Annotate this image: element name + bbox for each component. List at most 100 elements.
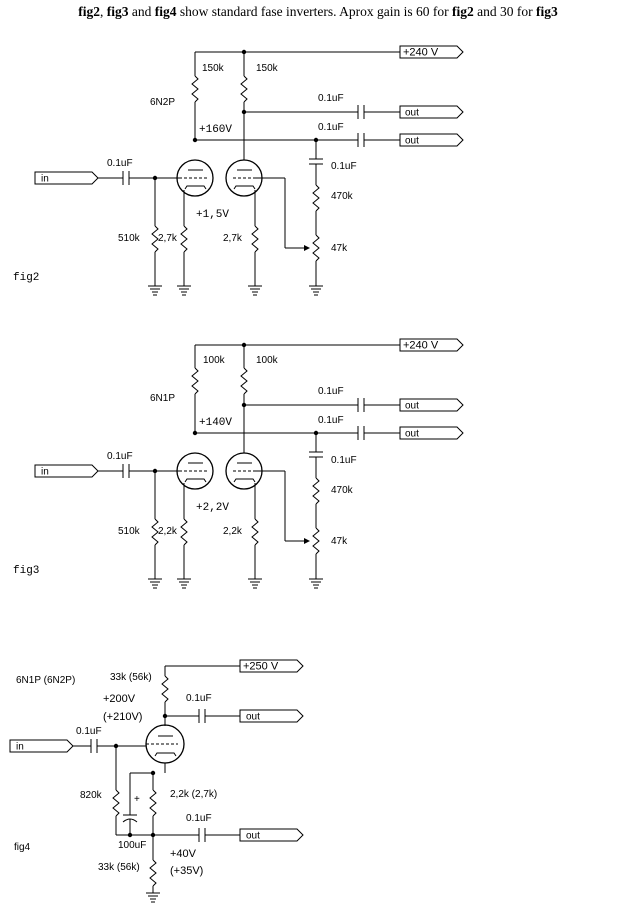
output-cap-1-value: 0.1uF [318,386,344,397]
supply-flag [399,45,464,59]
load-resistor [149,859,157,887]
tube-type: 6N1P (6N2P) [16,675,75,686]
input-cap-value: 0.1uF [107,158,133,169]
output-flag-1 [399,398,464,412]
plate-resistor-value: 33k (56k) [110,672,152,683]
plate-resistor-1-value: 100k [203,355,226,366]
cathode-resistor-2 [251,518,259,546]
output-1-label: out [405,401,419,412]
output-flag-2 [399,133,464,147]
output-1-label: out [246,712,260,723]
cathode-resistor-1-value: 2,7k [158,233,178,244]
output-flag-1 [399,105,464,119]
supply-label: +250 V [243,661,279,673]
grid-resistor [112,789,120,817]
tube-type: 6N2P [150,97,175,108]
output-cap-1-value: 0.1uF [186,693,212,704]
plate-voltage: +200V [103,693,136,705]
fig3-schematic: +240 V 100k 100k 6N1P out 0.1uF out 0.1u… [13,338,464,589]
cathode-voltage: +2,2V [196,502,229,514]
cathode-resistor-value: 2,2k (2,7k) [170,789,217,800]
plate-resistor [161,675,169,703]
grid-resistor-value: 820k [80,790,103,801]
caption-fig3-bold: fig3 [106,4,129,19]
output-cap-2-value: 0.1uF [318,415,344,426]
caption-and: and [128,4,155,19]
caption: fig2, fig3 and fig4 show standard fase i… [0,4,636,20]
capacitor-polarity: + [134,794,140,805]
input-label: in [16,742,24,753]
tube-type: 6N1P [150,393,175,404]
input-cap-value: 0.1uF [76,726,102,737]
output-2-label: out [405,136,419,147]
grid-resistor [151,225,159,253]
figure-label: fig2 [13,272,39,284]
grid-resistor-value: 510k [118,233,141,244]
input-flag [9,739,74,753]
plate-voltage-alt: (+210V) [103,711,142,723]
cathode-resistor-1 [180,225,188,253]
plate-resistor-2-value: 100k [256,355,279,366]
output-cap-2-value: 0.1uF [318,122,344,133]
input-label: in [41,174,49,185]
feedback-cap-value: 0.1uF [331,455,357,466]
input-cap-value: 0.1uF [107,451,133,462]
bypass-cap-value: 100uF [118,840,146,851]
plate-voltage: +140V [199,417,232,429]
figure-label: fig4 [14,842,31,853]
cathode-voltage-alt: (+35V) [170,865,203,877]
output-2-label: out [246,831,260,842]
output-cap-1-value: 0.1uF [318,93,344,104]
grid-resistor-value: 510k [118,526,141,537]
plate-voltage: +160V [199,124,232,136]
feedback-resistor-value: 470k [331,191,354,202]
grid-resistor [151,518,159,546]
input-flag [34,464,99,478]
caption-text: show standard fase inverters. Aprox gain… [176,4,453,19]
supply-label: +240 V [403,47,439,59]
cathode-voltage: +40V [170,848,197,860]
potentiometer [312,234,320,262]
plate-resistor-1 [191,367,199,395]
potentiometer-value: 47k [331,243,348,254]
caption-fig4-bold: fig4 [154,4,177,19]
output-1-label: out [405,108,419,119]
cathode-resistor-2 [251,225,259,253]
output-cap-2-value: 0.1uF [186,813,212,824]
fig2-schematic: +240 V 150k 150k 6N2P out 0.1uF out 0.1u… [13,45,464,296]
fig4-schematic: 6N1P (6N2P) +250 V 33k (56k) +200V (+210… [9,659,304,903]
potentiometer-value: 47k [331,536,348,547]
plate-resistor-1 [191,75,199,103]
plate-resistor-1-value: 150k [202,63,225,74]
caption-fig3-gain: fig3 [536,4,558,19]
supply-flag [239,659,304,673]
output-flag-2 [399,426,464,440]
caption-fig2-bold: fig2 [78,4,100,19]
feedback-resistor-value: 470k [331,485,354,496]
figure-label: fig3 [13,565,39,577]
feedback-resistor [312,184,320,212]
cathode-resistor-2-value: 2,7k [223,233,243,244]
input-label: in [41,467,49,478]
feedback-cap-value: 0.1uF [331,161,357,172]
caption-sep: , [99,4,107,19]
cathode-resistor-1 [180,518,188,546]
cathode-resistor-2-value: 2,2k [223,526,243,537]
plate-resistor-2 [240,367,248,395]
caption-and2: and 30 for [473,4,537,19]
caption-fig2-gain: fig2 [452,4,474,19]
load-resistor-value: 33k (56k) [98,862,140,873]
feedback-resistor [312,477,320,505]
cathode-voltage: +1,5V [196,209,229,221]
potentiometer [312,527,320,555]
supply-label: +240 V [403,340,439,352]
cathode-resistor [149,789,157,817]
output-2-label: out [405,429,419,440]
plate-resistor-2-value: 150k [256,63,279,74]
cathode-resistor-1-value: 2,2k [158,526,178,537]
input-flag [34,171,99,185]
output-flag-1 [239,709,304,723]
output-flag-2 [239,828,304,842]
supply-flag [399,338,464,352]
